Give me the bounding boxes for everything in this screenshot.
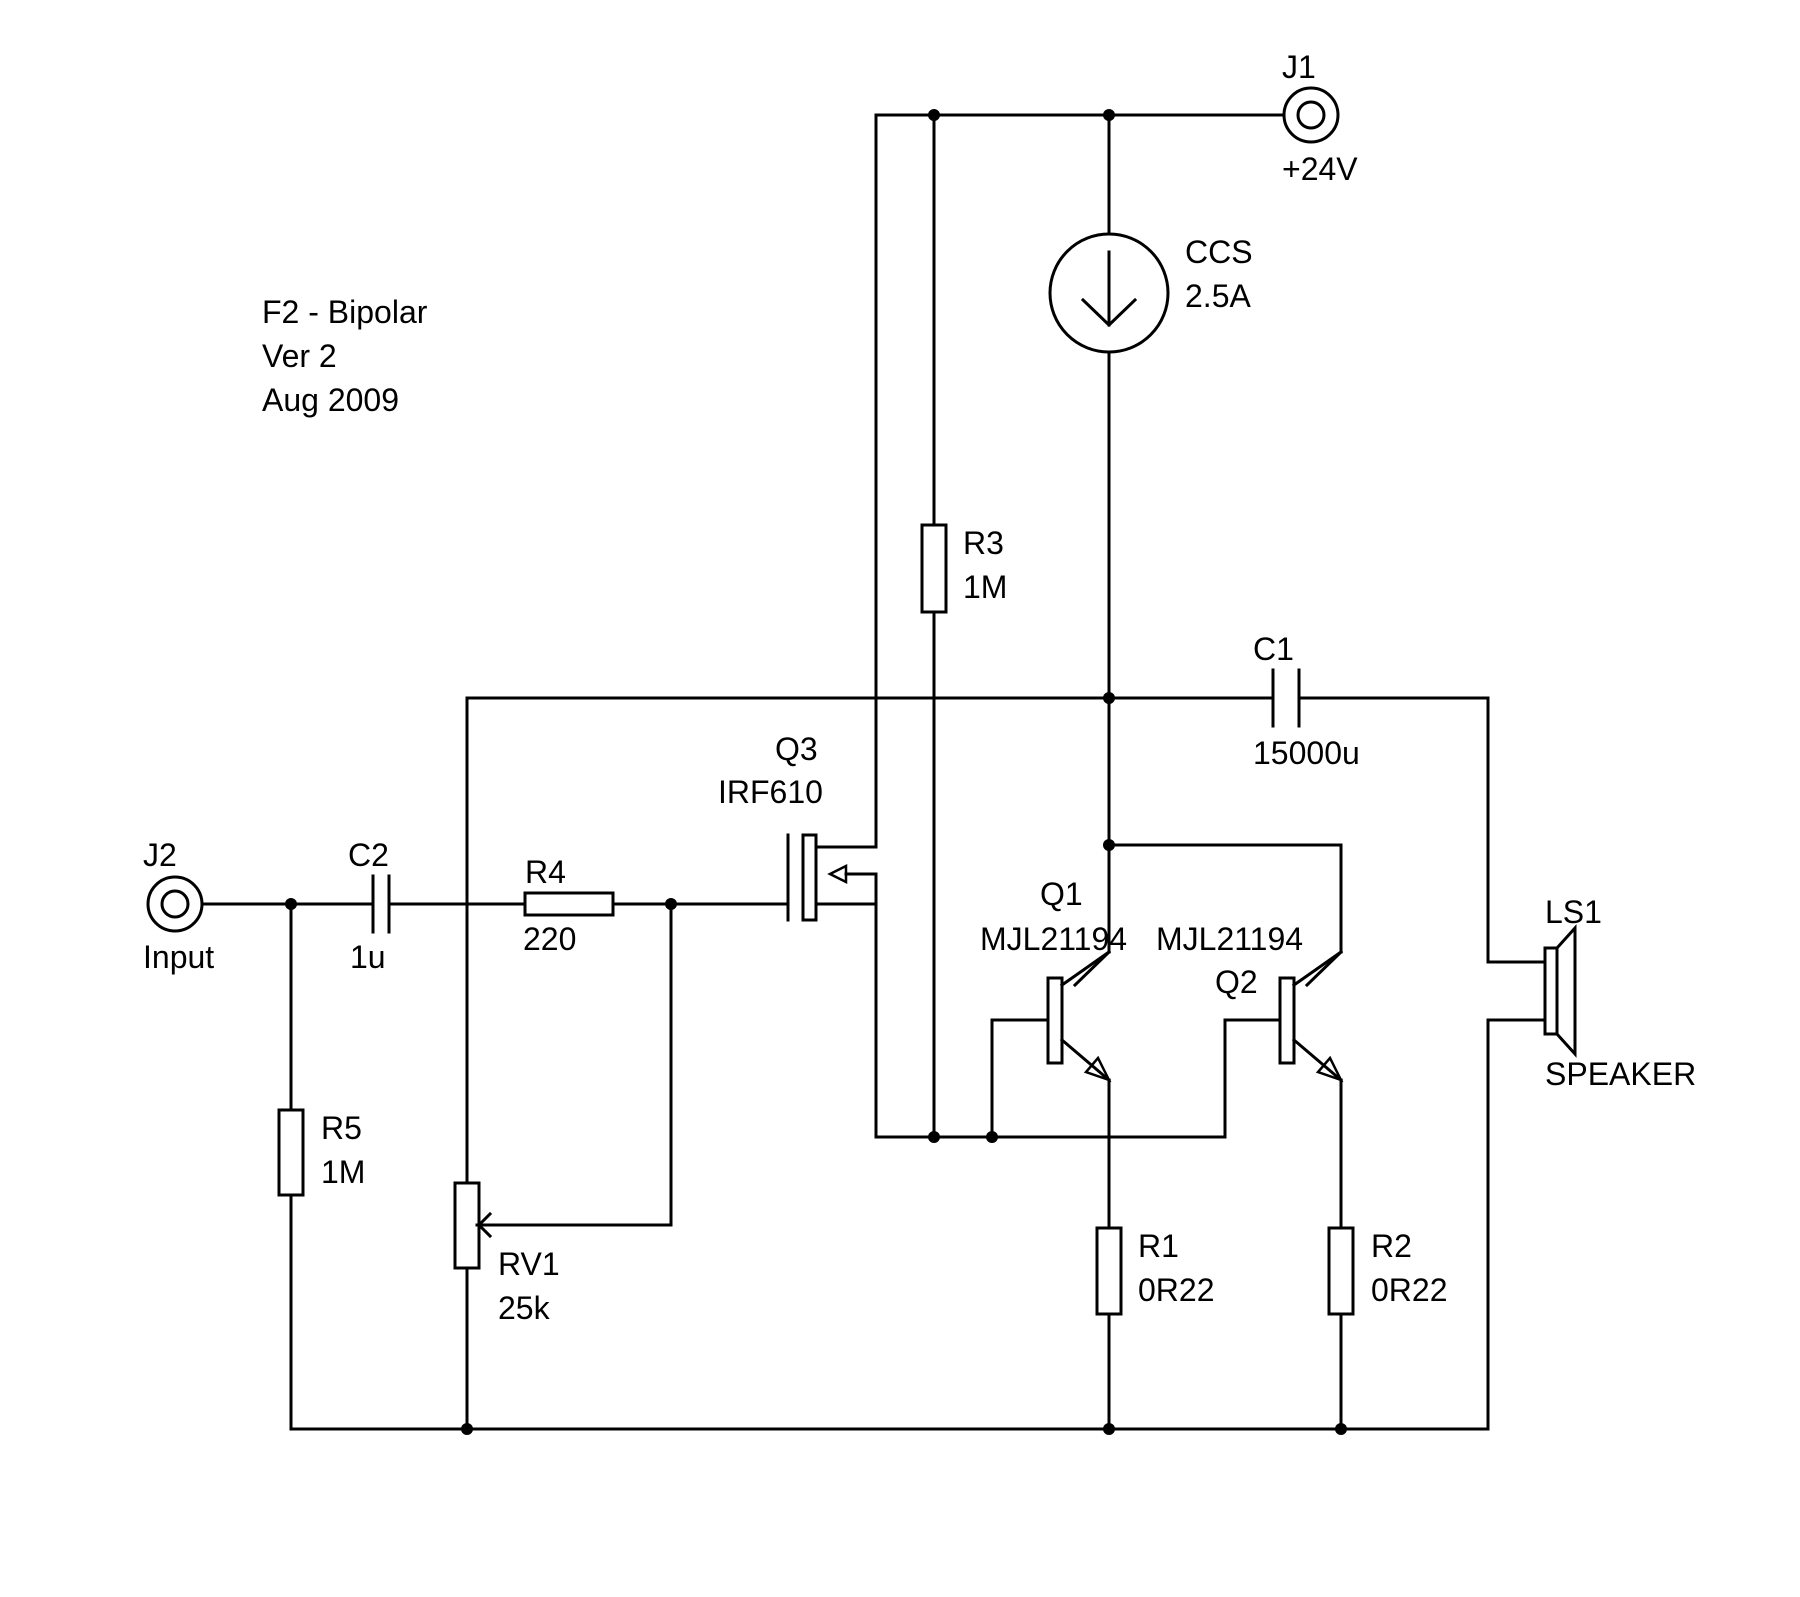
c1-capacitor-symbol bbox=[1271, 668, 1301, 728]
r3-value-label: 1M bbox=[963, 569, 1007, 605]
r2-value-label: 0R22 bbox=[1371, 1272, 1448, 1308]
r4-value-label: 220 bbox=[523, 921, 576, 957]
junction-dots bbox=[285, 109, 1347, 1435]
q1-ref-label: Q1 bbox=[1040, 876, 1083, 912]
c2-value-label: 1u bbox=[350, 939, 386, 975]
r3-ref-label: R3 bbox=[963, 525, 1004, 561]
r1-ref-label: R1 bbox=[1138, 1228, 1179, 1264]
wires bbox=[201, 113, 1547, 1431]
rv1-value-label: 25k bbox=[498, 1290, 551, 1326]
j1-connector-symbol bbox=[1282, 86, 1340, 144]
ccs-current-source-symbol bbox=[1048, 232, 1170, 354]
c1-value-label: 15000u bbox=[1253, 735, 1360, 771]
j2-connector-symbol bbox=[146, 875, 204, 933]
j1-value-label: +24V bbox=[1282, 151, 1358, 187]
q3-ref-label: Q3 bbox=[775, 731, 818, 767]
ls1-ref-label: LS1 bbox=[1545, 894, 1602, 930]
title-line-1: F2 - Bipolar bbox=[262, 294, 428, 330]
j2-ref-label: J2 bbox=[143, 837, 177, 873]
title-line-3: Aug 2009 bbox=[262, 382, 399, 418]
q2-ref-label: Q2 bbox=[1215, 964, 1258, 1000]
c1-ref-label: C1 bbox=[1253, 631, 1294, 667]
c2-ref-label: C2 bbox=[348, 837, 389, 873]
r4-ref-label: R4 bbox=[525, 854, 566, 890]
r3-resistor-symbol bbox=[920, 523, 948, 614]
r5-resistor-symbol bbox=[277, 1108, 305, 1197]
ccs-ref-label: CCS bbox=[1185, 234, 1253, 270]
rv1-ref-label: RV1 bbox=[498, 1246, 560, 1282]
ccs-value-label: 2.5A bbox=[1185, 278, 1251, 314]
q2-transistor-symbol bbox=[1278, 949, 1344, 1083]
q3-mosfet-symbol bbox=[786, 833, 848, 922]
j1-ref-label: J1 bbox=[1282, 49, 1316, 85]
r5-value-label: 1M bbox=[321, 1154, 365, 1190]
r4-resistor-symbol bbox=[523, 891, 615, 917]
ls1-value-label: SPEAKER bbox=[1545, 1056, 1696, 1092]
j2-value-label: Input bbox=[143, 939, 214, 975]
q2-value-label: MJL21194 bbox=[1156, 921, 1303, 957]
title-line-2: Ver 2 bbox=[262, 338, 337, 374]
r1-resistor-symbol bbox=[1095, 1226, 1123, 1316]
q1-transistor-symbol bbox=[1046, 949, 1112, 1083]
c2-capacitor-symbol bbox=[371, 874, 391, 934]
ls1-speaker-symbol bbox=[1543, 924, 1577, 1058]
r1-value-label: 0R22 bbox=[1138, 1272, 1215, 1308]
r5-ref-label: R5 bbox=[321, 1110, 362, 1146]
q1-value-label: MJL21194 bbox=[980, 921, 1127, 957]
rv1-potentiometer-symbol bbox=[453, 1181, 493, 1270]
r2-resistor-symbol bbox=[1327, 1226, 1355, 1316]
q3-value-label: IRF610 bbox=[718, 774, 823, 810]
r2-ref-label: R2 bbox=[1371, 1228, 1412, 1264]
